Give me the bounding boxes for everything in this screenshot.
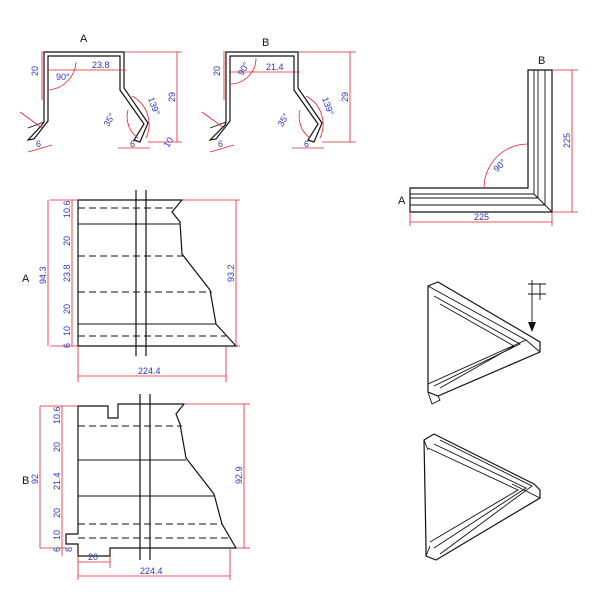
iso-top-outline	[427, 281, 541, 397]
corner-leg-vertical: 225	[562, 133, 572, 148]
corner-view: B A 90° 225 225	[398, 55, 578, 226]
blank-a-seg-3: 23.8	[62, 264, 72, 282]
profile-a-angle-inner: 90°	[56, 72, 70, 82]
iso-bottom-outline	[423, 433, 541, 561]
blank-a-seg-6: 6	[62, 343, 72, 348]
profile-b-foot-left-dim	[209, 144, 235, 153]
profile-b-section: B 20 21.4 29 90° 10 6 6 35° 139°	[162, 37, 356, 153]
profile-a-foot-left: 6	[36, 139, 41, 149]
corner-inner-line-1	[410, 70, 535, 195]
blank-a-right-height: 93.2	[226, 264, 236, 282]
profile-b-lip-arc	[298, 109, 311, 139]
profile-b-angle-inner: 90°	[236, 60, 252, 77]
profile-b-outline	[208, 51, 323, 143]
profile-b-angle-wide: 139°	[320, 96, 336, 117]
blank-b-seg-2: 20	[52, 442, 62, 452]
blank-b-seg-6: 6	[52, 547, 62, 552]
blank-b-length: 224.4	[140, 566, 163, 576]
iso-bottom-flange-2	[433, 443, 527, 549]
corner-leg-horizontal: 225	[474, 212, 489, 222]
corner-label-b: B	[538, 55, 545, 67]
blank-a-label: A	[22, 273, 30, 285]
blank-b-right-height: 92.9	[234, 466, 244, 484]
corner-inner-line-2	[410, 70, 539, 199]
profile-b-wide-arc	[305, 95, 324, 139]
iso-top-foot	[427, 391, 441, 405]
blank-b-seg-5: 10	[52, 530, 62, 540]
corner-angle-arc	[483, 143, 529, 189]
corner-miter-line	[533, 193, 553, 213]
iso-top-miter	[525, 339, 541, 353]
blank-b-total-height: 92	[30, 474, 40, 484]
blank-a-seg-5: 10	[62, 326, 72, 336]
profile-b-lip-dim	[201, 111, 225, 129]
iso-bottom-flange-3	[439, 439, 533, 555]
profile-b-angle-lip: 35°	[276, 111, 292, 128]
iso-top-marker	[528, 283, 546, 300]
profile-a-label: A	[80, 33, 88, 45]
blank-b-seg-1: 10.6	[52, 406, 62, 424]
profile-a-angle-arc	[47, 61, 77, 91]
profile-a-outline	[26, 51, 149, 143]
iso-view-bottom	[423, 433, 541, 561]
iso-bottom-flange-1	[427, 447, 519, 543]
profile-a-left-height: 20	[30, 66, 40, 76]
profile-a-section: A 20 23.8 29 90° 10 6 6 35° 139°	[19, 33, 182, 153]
iso-top-arrow	[528, 322, 536, 332]
iso-view-top	[427, 280, 546, 405]
blank-a-outline	[77, 199, 238, 347]
profile-b-left-height: 20	[212, 66, 222, 76]
blank-b-seg-3: 21.4	[52, 472, 62, 490]
profile-a-foot-right: 6	[130, 139, 135, 149]
blank-b: B 92 10.6 20 21.4 20 10 6 8 92.9 20 224.…	[22, 394, 250, 580]
profile-a-foot-left-dim	[27, 144, 53, 153]
blank-a: A 94.3 10.6 20 23.8 20 10 6 93.2 224.4	[22, 190, 240, 382]
profile-a-width: 23.8	[92, 60, 110, 70]
blank-b-tab-width: 20	[88, 552, 98, 562]
profile-a-depth: 29	[167, 92, 177, 102]
profile-b-width: 21.4	[266, 62, 284, 72]
profile-a-angle-lip: 35°	[102, 111, 118, 128]
profile-b-foot-left	[209, 121, 227, 129]
blank-a-length: 224.4	[138, 366, 161, 376]
iso-top-flange-2	[433, 295, 521, 387]
profile-b-label: B	[262, 37, 269, 49]
blank-a-seg-1: 10.6	[62, 200, 72, 218]
profile-a-foot-left	[27, 121, 45, 129]
profile-a-angle-wide: 139°	[146, 96, 162, 117]
profile-b-foot-right: 6	[304, 139, 309, 149]
profile-b-depth: 29	[340, 92, 350, 102]
blank-b-label: B	[22, 475, 29, 487]
blank-a-total-height: 94.3	[38, 266, 48, 284]
corner-label-a: A	[398, 195, 406, 207]
corner-outline	[409, 69, 553, 213]
profile-a-lip-dim	[19, 111, 43, 129]
profile-b-foot-left: 6	[218, 139, 223, 149]
blank-b-outline	[65, 403, 238, 557]
iso-bottom-ends	[423, 439, 431, 557]
corner-inner-line-3	[410, 70, 546, 206]
profile-a-lip-arc	[126, 109, 139, 139]
iso-top-flange-3	[439, 303, 515, 389]
profile-b-lip: 10	[162, 135, 176, 149]
iso-bottom-miter	[511, 483, 541, 499]
blank-b-seg-4: 20	[52, 508, 62, 518]
profile-a-wide-arc	[131, 95, 150, 139]
profile-b-angle-arc	[229, 57, 257, 85]
blank-a-seg-2: 20	[62, 236, 72, 246]
blank-b-tab-gap: 8	[64, 547, 74, 552]
blank-a-seg-4: 20	[62, 304, 72, 314]
